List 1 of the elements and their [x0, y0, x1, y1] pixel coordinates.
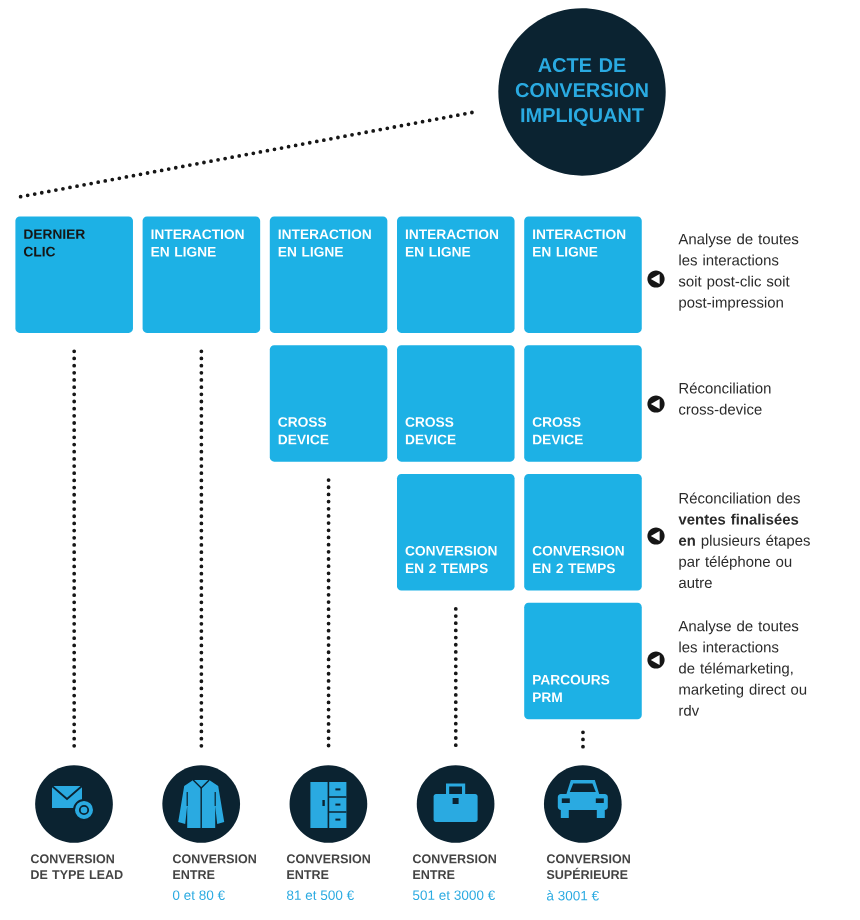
circle-node: ACTE DE CONVERSION IMPLIQUANT	[498, 8, 666, 176]
